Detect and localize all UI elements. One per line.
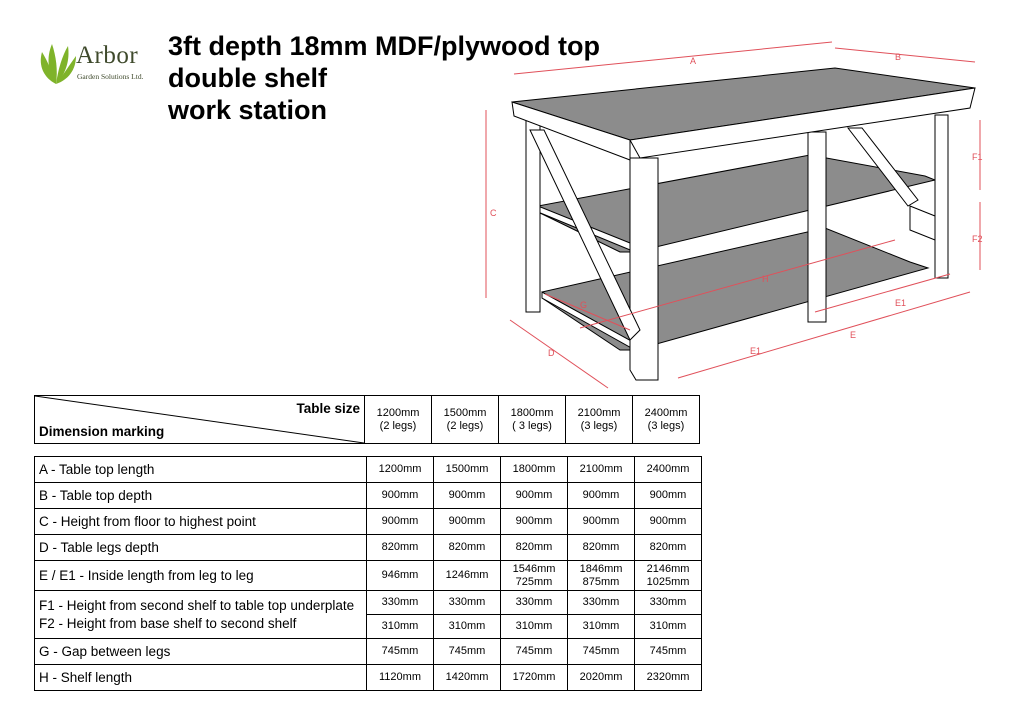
table-row: C - Height from floor to highest point 9… <box>34 508 702 535</box>
frame <box>525 114 949 381</box>
title-line-3: work station <box>168 95 328 125</box>
dimension-lines <box>485 41 981 389</box>
table-row: F1 - Height from second shelf to table t… <box>34 590 702 639</box>
size-col-1800: 1800mm( 3 legs) <box>498 395 566 444</box>
table-row: H - Shelf length 1120mm 1420mm 1720mm 20… <box>34 664 702 691</box>
label-e: E <box>850 330 856 340</box>
label-g: G <box>580 300 587 310</box>
label-f1: F1 <box>972 152 983 162</box>
size-col-1200: 1200mm(2 legs) <box>364 395 432 444</box>
label-e1-front: E1 <box>750 346 761 356</box>
dimensions-table: A - Table top length 1200mm 1500mm 1800m… <box>34 456 702 691</box>
label-d: D <box>548 348 555 358</box>
table-row: G - Gap between legs 745mm 745mm 745mm 7… <box>34 638 702 665</box>
table-row: B - Table top depth 900mm 900mm 900mm 90… <box>34 482 702 509</box>
label-e1-back: E1 <box>895 298 906 308</box>
label-a: A <box>690 56 696 66</box>
table-row: D - Table legs depth 820mm 820mm 820mm 8… <box>34 534 702 561</box>
table-row: A - Table top length 1200mm 1500mm 1800m… <box>34 456 702 483</box>
dimension-labels: A B C D E E1 E1 F1 F2 G H <box>490 52 983 358</box>
logo-name: Arbor <box>76 42 139 69</box>
page-title: 3ft depth 18mm MDF/plywood top double sh… <box>168 30 600 126</box>
table-size-label: Table size <box>296 401 360 416</box>
header-diagonal-cell: Table size Dimension marking <box>34 395 365 444</box>
size-col-1500: 1500mm(2 legs) <box>431 395 499 444</box>
table-top <box>511 67 976 161</box>
dimension-marking-label: Dimension marking <box>39 424 165 439</box>
label-f2: F2 <box>972 234 983 244</box>
label-c: C <box>490 208 497 218</box>
title-line-1: 3ft depth 18mm MDF/plywood top <box>168 31 600 61</box>
table-row: E / E1 - Inside length from leg to leg 9… <box>34 560 702 591</box>
logo-subtitle: Garden Solutions Ltd. <box>77 72 144 81</box>
workstation-drawing: A B C D E E1 E1 F1 F2 G H <box>485 41 983 389</box>
title-line-2: double shelf <box>168 63 328 93</box>
label-h: H <box>762 274 769 284</box>
leaf-logo-icon <box>40 44 76 84</box>
size-header-table: Table size Dimension marking 1200mm(2 le… <box>34 395 700 444</box>
size-col-2100: 2100mm(3 legs) <box>565 395 633 444</box>
label-b: B <box>895 52 901 62</box>
table-row: 310mm 310mm 310mm 310mm 310mm <box>35 614 702 639</box>
size-col-2400: 2400mm(3 legs) <box>632 395 700 444</box>
middle-shelf <box>537 154 937 253</box>
